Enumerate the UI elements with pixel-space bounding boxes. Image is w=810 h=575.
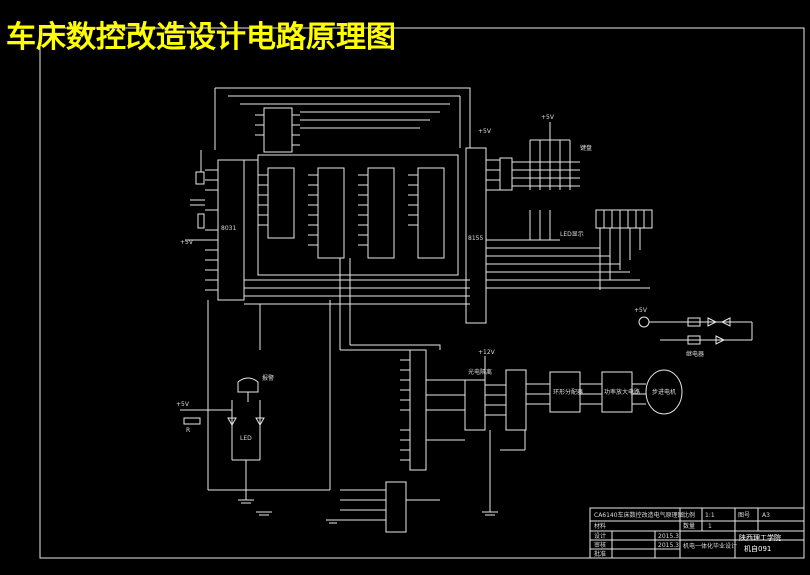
ic-6264 (358, 167, 395, 259)
alarm-circuit: +5V 报警 LED R (176, 374, 274, 504)
label-led: LED (240, 435, 252, 442)
tb-approver: 批准 (594, 550, 606, 558)
keypad-matrix: +5V 键盘 (499, 114, 592, 191)
label-5v-cpu: +5V (180, 239, 194, 246)
tb-school: 陕西理工学院 (739, 533, 781, 542)
spindle-circuit: +5V 继电器 (634, 307, 753, 358)
lower-interface-ic (340, 349, 465, 533)
tb-date2: 2015.3 (658, 542, 679, 549)
label-led-display: LED显示 (560, 231, 584, 238)
label-res: R (186, 427, 190, 434)
label-alarm-5v: +5V (176, 401, 190, 408)
tb-qty-value: 1 (708, 523, 712, 530)
label-drive-block: 环形分配器 (553, 388, 583, 396)
ic-74ls373 (258, 167, 295, 239)
ic-8279 (408, 167, 445, 259)
label-8031: 8031 (221, 225, 236, 232)
label-motor: 步进电机 (652, 388, 676, 396)
tb-checker: 审核 (594, 541, 606, 549)
tb-designer: 设计 (594, 532, 606, 540)
tb-scale-value: 1:1 (705, 512, 715, 519)
tb-sheet-value: A3 (762, 512, 770, 519)
vertical-links (207, 258, 441, 491)
tb-scale-label: 比例 (683, 511, 695, 519)
ic-8031: 8031 (217, 159, 245, 301)
tb-course: 机电一体化毕业设计 (683, 542, 737, 550)
cpu-pins-left (205, 169, 218, 291)
tb-drawing-name: CA6140车床数控改造电气原理图 (594, 511, 684, 519)
label-8155: 8155 (468, 235, 483, 242)
label-amp-block: 功率放大电路 (604, 388, 640, 396)
tb-date1: 2015.3 (658, 533, 679, 540)
label-5v-keypad: +5V (541, 114, 555, 121)
ic-74ls04 (255, 107, 300, 153)
tb-sheet-label: 图号 (738, 512, 750, 519)
title-block: CA6140车床数控改造电气原理图 材料 设计 审核 批准 2015.3 201… (589, 507, 805, 559)
label-keypad: 键盘 (580, 144, 592, 152)
mid-bus (244, 154, 470, 305)
stepper-chain: 光电隔离 环形分配器 功率放大电路 步进电机 +12V (464, 349, 683, 512)
ic-8155: 8155 +5V (465, 128, 650, 324)
top-bus (214, 87, 471, 150)
label-alarm: 报警 (262, 374, 274, 382)
label-12v: +12V (478, 349, 496, 356)
crystal-reset: +5V (180, 150, 218, 246)
ground-symbols (256, 511, 498, 524)
tb-qty-label: 数量 (683, 522, 695, 530)
label-photo-iso: 光电隔离 (468, 368, 492, 376)
tb-dept: 机自091 (744, 544, 771, 553)
drawing-frame (39, 27, 805, 559)
label-relay: 继电器 (686, 350, 704, 358)
tb-material-label: 材料 (594, 522, 606, 530)
label-5v-8155: +5V (478, 128, 492, 135)
label-spindle-5v: +5V (634, 307, 648, 314)
diagram-title: 车床数控改造设计电路原理图 (6, 20, 396, 55)
ic-2764 (308, 167, 345, 259)
led-display: LED显示 (529, 209, 653, 290)
